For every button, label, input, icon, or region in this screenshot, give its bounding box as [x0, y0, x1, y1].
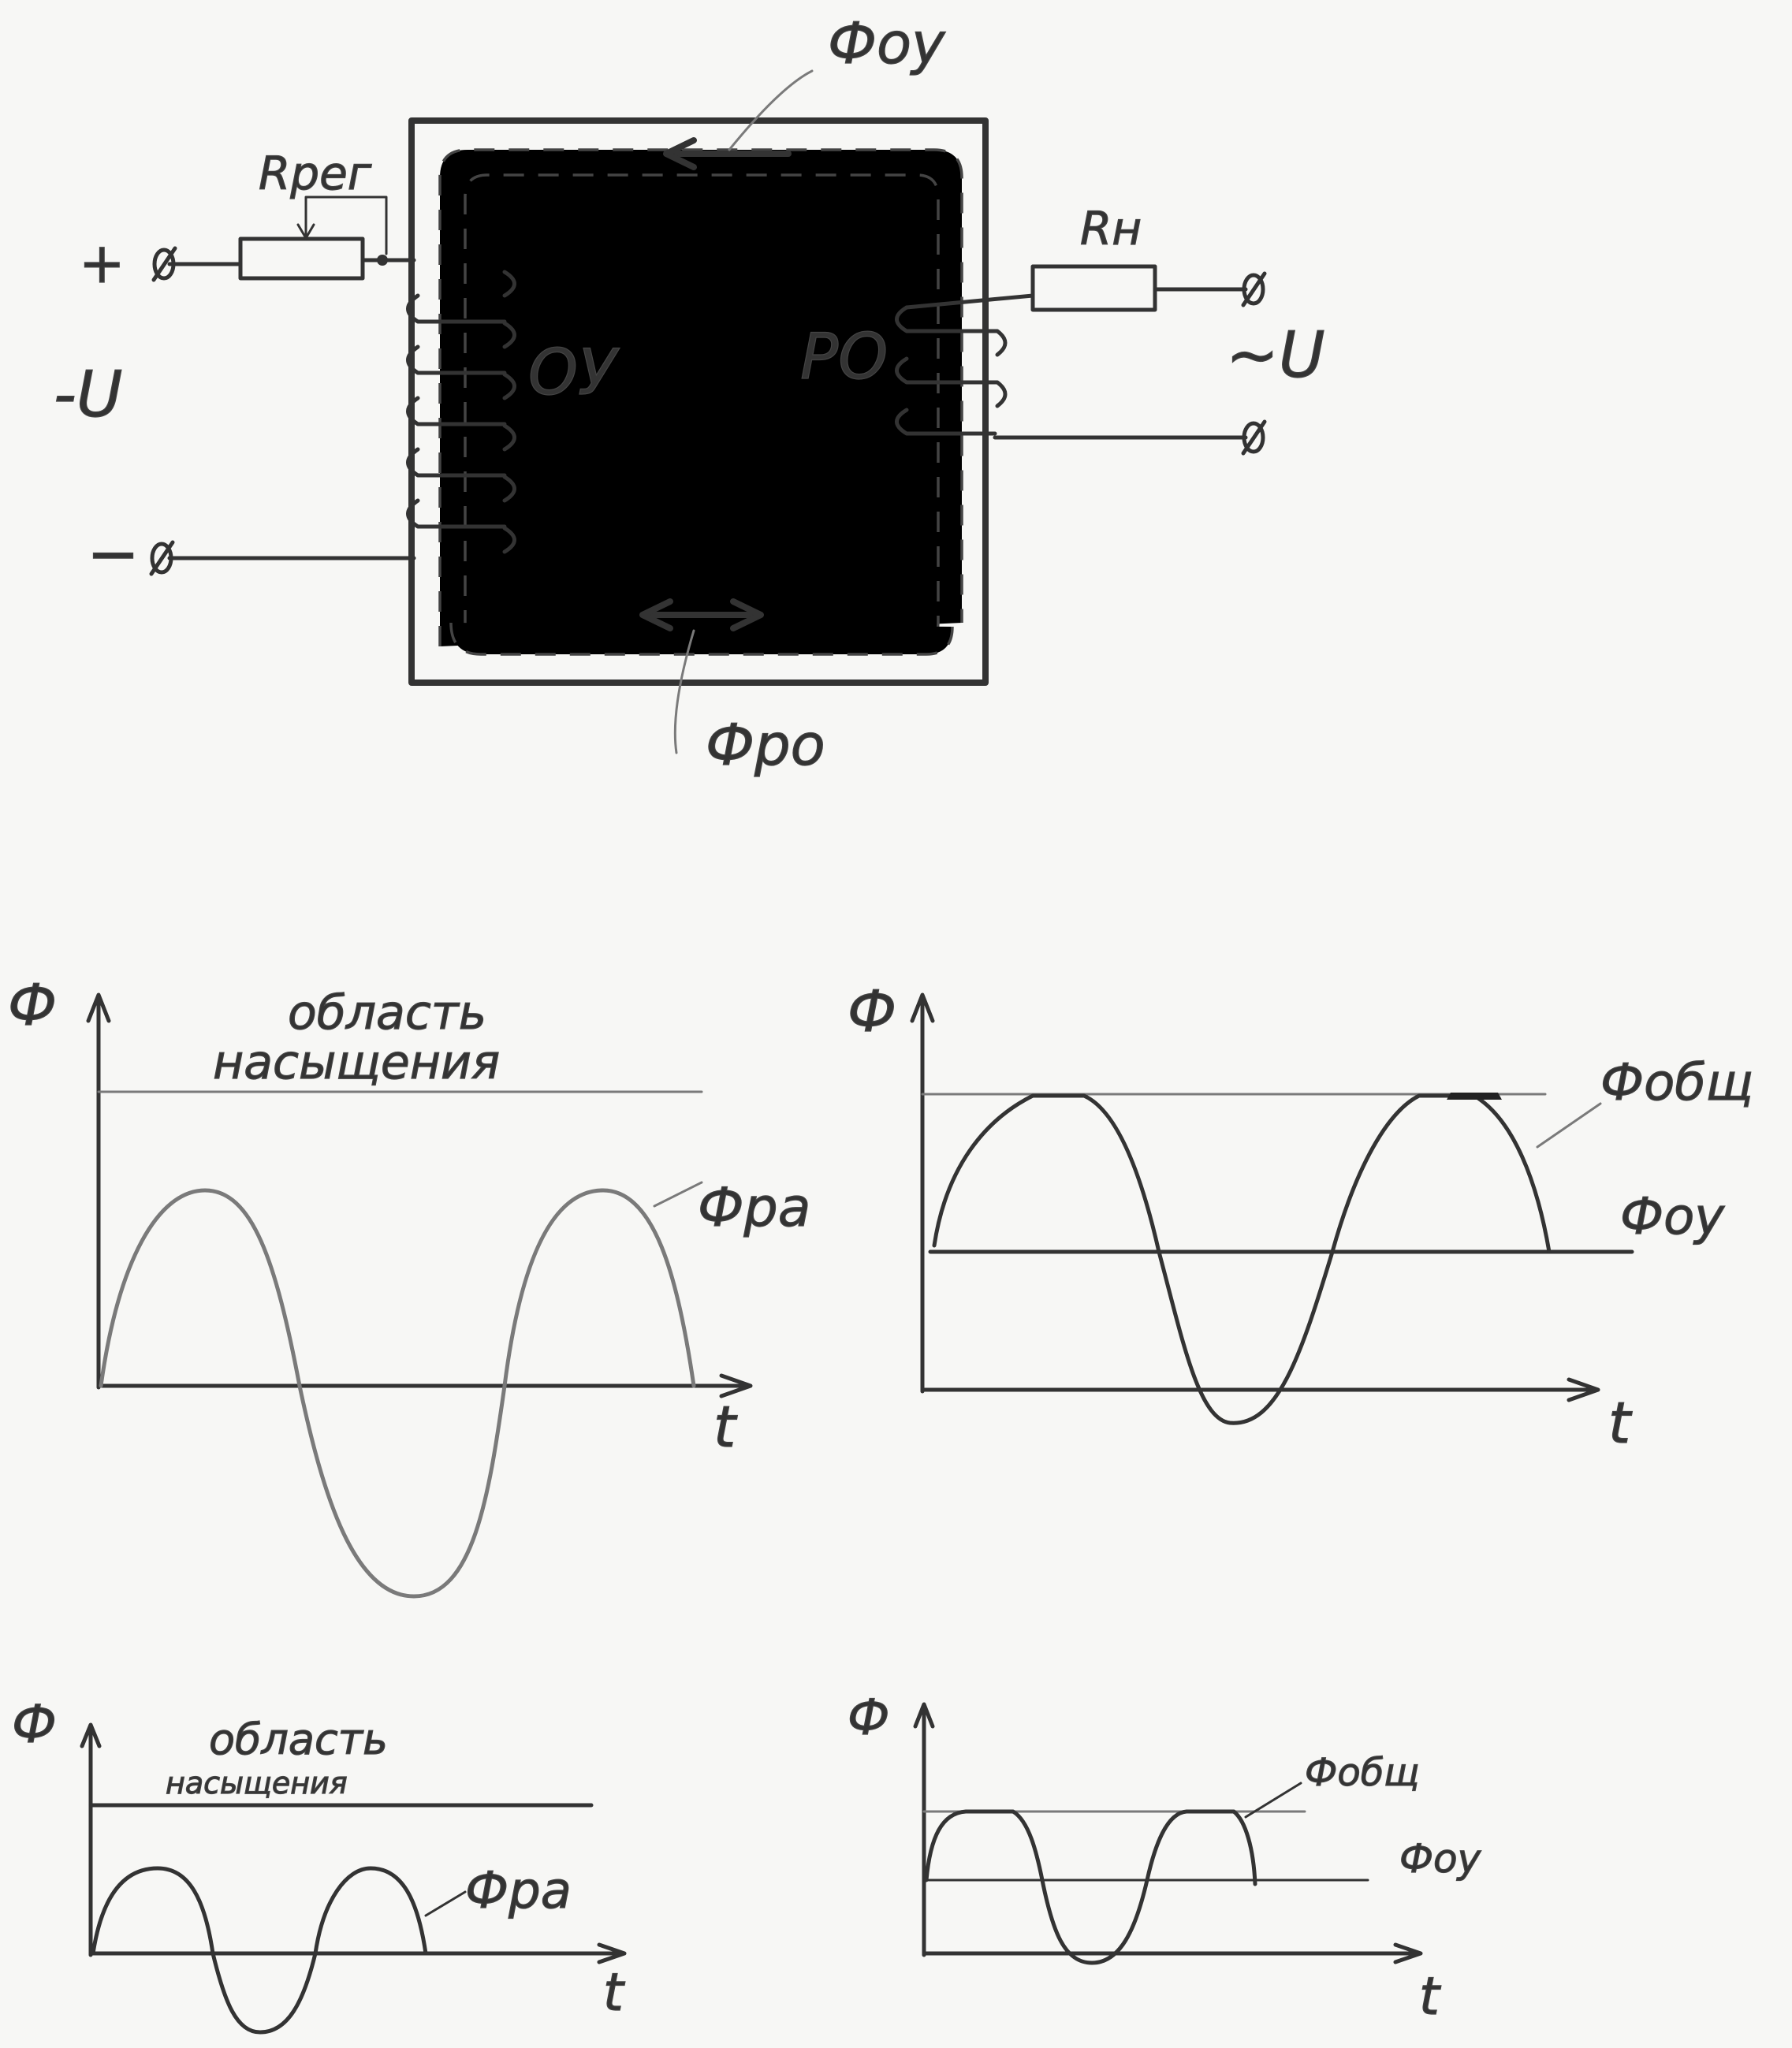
- dc-voltage-label: -U: [54, 358, 122, 431]
- chart-top-right: Ф t Фобщ Фоу: [847, 977, 1753, 1456]
- x-axis-arrow: [597, 1942, 627, 1964]
- chart-top-left: Ф t область насыщения Фра: [7, 971, 811, 1599]
- control-winding-label: ОУ: [528, 336, 620, 409]
- y-axis-arrow: [80, 1722, 102, 1748]
- total-flux-curve: [924, 1809, 1257, 1965]
- flux-working-arrow: [639, 598, 764, 631]
- terminal-dc-minus: [149, 540, 175, 576]
- y-axis-arrow: [913, 1702, 935, 1729]
- y-axis-label: Ф: [848, 1689, 889, 1746]
- y-axis-arrow: [86, 992, 111, 1023]
- control-flux-label: Фоу: [1620, 1188, 1725, 1246]
- flux-working-leader: [673, 629, 695, 754]
- saturation-label-line-2: насыщения: [166, 1766, 348, 1800]
- flux-working-curve: [91, 1866, 428, 2035]
- dc-plus-label: +: [79, 231, 125, 296]
- flux-control-leader: [728, 69, 814, 151]
- resistor-load-label: Rн: [1080, 202, 1142, 255]
- saturation-label-line-2: насыщения: [213, 1035, 500, 1090]
- flux-path-inner: [464, 173, 940, 644]
- total-flux-curve: [932, 1093, 1552, 1425]
- terminal-ac-top: [1241, 271, 1267, 307]
- control-winding: [406, 270, 516, 554]
- ac-voltage-label: ~U: [1226, 318, 1325, 392]
- rheostat-arrow: [296, 223, 315, 240]
- x-axis-label: t: [1419, 1966, 1441, 2027]
- terminal-dc-plus: [151, 246, 177, 282]
- saturation-label-line-1: область: [209, 1715, 388, 1764]
- saturation-mark: [1447, 1093, 1502, 1100]
- y-axis-arrow: [910, 992, 935, 1023]
- x-axis-label: t: [1608, 1390, 1633, 1456]
- curve-leader: [653, 1181, 703, 1208]
- x-axis-label: t: [713, 1394, 738, 1460]
- curve-label: Фра: [698, 1177, 810, 1239]
- saturation-label-line-1: область: [288, 985, 486, 1041]
- chart-bottom-left: Ф t область насыщения Фра: [11, 1693, 627, 2035]
- y-axis-label: Ф: [8, 972, 57, 1038]
- dc-wiring: [149, 195, 416, 576]
- flux-path-bottom: [449, 622, 954, 656]
- total-flux-leader: [1244, 1782, 1302, 1819]
- working-winding: [895, 293, 1035, 436]
- flux-working-curve: [99, 1188, 696, 1599]
- working-winding-label: РО: [800, 320, 888, 393]
- resistor-reg: [238, 236, 365, 281]
- x-axis-arrow: [1567, 1377, 1600, 1402]
- flux-working-label: Фро: [706, 712, 825, 778]
- x-axis-label: t: [603, 1962, 625, 2023]
- flux-paths: [438, 148, 963, 656]
- resistor-reg-label: Rрег: [259, 147, 372, 200]
- control-flux-label: Фоу: [1399, 1836, 1482, 1882]
- total-flux-leader: [1536, 1102, 1602, 1149]
- junction-dot: [377, 255, 388, 266]
- terminal-ac-bottom: [1241, 419, 1267, 456]
- flux-control-arrow: [663, 137, 792, 170]
- resistor-load: [1030, 264, 1157, 312]
- ac-wiring: [993, 264, 1267, 456]
- curve-label: Фра: [465, 1862, 572, 1920]
- y-axis-label: Ф: [12, 1694, 57, 1755]
- total-flux-label: Фобщ: [1305, 1751, 1420, 1795]
- x-axis-arrow: [719, 1373, 753, 1398]
- chart-bottom-right: Ф t Фобщ Фоу: [847, 1688, 1482, 2027]
- flux-control-label: Фоу: [828, 10, 946, 76]
- y-axis-label: Ф: [848, 978, 896, 1044]
- dc-minus-label: −: [87, 517, 140, 590]
- x-axis-arrow: [1393, 1942, 1423, 1964]
- total-flux-label: Фобщ: [1600, 1054, 1753, 1112]
- curve-leader: [424, 1890, 467, 1917]
- rheostat-slider: [304, 195, 388, 255]
